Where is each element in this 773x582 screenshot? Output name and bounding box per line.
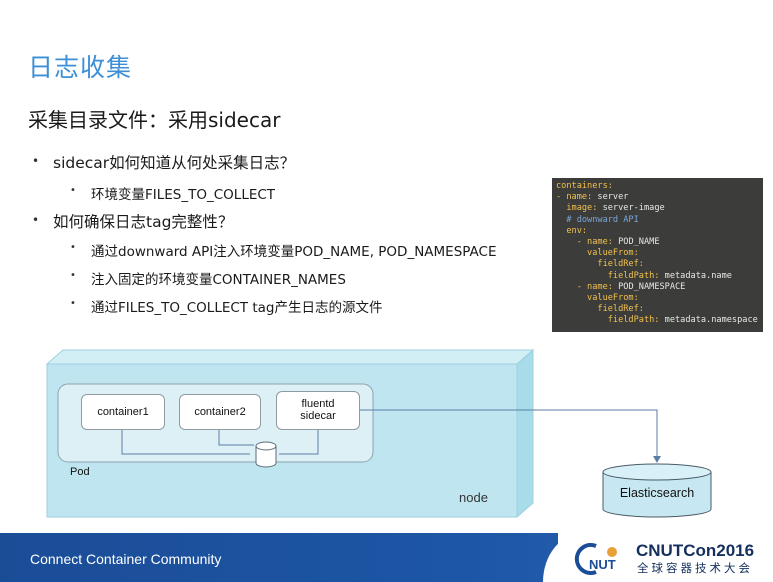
code-line: fieldPath: metadata.namespace [556, 315, 763, 326]
code-line: env: [556, 226, 763, 237]
bullet-2-1: 通过downward API注入环境变量POD_NAME, POD_NAMESP… [91, 244, 497, 260]
code-value: metadata.namespace [659, 315, 758, 326]
code-line: - name: POD_NAMESPACE [556, 282, 763, 293]
node-box-side [516, 348, 534, 519]
footer-text: Connect Container Community [30, 551, 222, 567]
code-comment: # downward API [556, 214, 639, 225]
container2-label: container2 [194, 406, 246, 418]
logo-title: CNUTCon2016 [636, 541, 755, 560]
fluentd-label: fluentd [301, 398, 335, 410]
logo-subtitle: 全球容器技术大会 [637, 561, 753, 575]
code-line: # downward API [556, 215, 763, 226]
code-key: - name: [556, 237, 613, 248]
container2-box: container2 [179, 394, 261, 430]
connector-line [279, 430, 319, 455]
elasticsearch-cylinder [602, 472, 712, 518]
code-key: fieldPath: [556, 315, 660, 326]
bullet-2-3: 通过FILES_TO_COLLECT tag产生日志的源文件 [91, 300, 383, 316]
logo-dot [607, 547, 617, 557]
bullet-1-1: 环境变量FILES_TO_COLLECT [91, 187, 276, 203]
code-key: - name: [556, 192, 593, 203]
code-key: fieldRef: [556, 304, 644, 315]
bullet-dot: • [32, 154, 40, 168]
fluentd-sidecar-box: fluentd sidecar [276, 391, 360, 430]
slide-title: 日志收集 [28, 53, 133, 82]
bullet-dot: • [70, 298, 76, 309]
elasticsearch-cylinder-top [602, 463, 712, 481]
container1-label: container1 [97, 406, 149, 418]
code-line: image: server-image [556, 203, 763, 214]
connector-line [121, 430, 250, 455]
code-value: metadata.name [659, 270, 732, 281]
code-line: valueFrom: [556, 293, 763, 304]
storage-cylinder-top [255, 441, 277, 451]
bullet-dot: • [70, 185, 76, 196]
code-key: env: [556, 225, 588, 236]
bullet-2: 如何确保日志tag完整性？ [53, 213, 234, 231]
code-key: containers: [556, 181, 613, 191]
code-value: POD_NAMESPACE [612, 281, 686, 292]
code-line: fieldPath: metadata.name [556, 271, 763, 282]
node-label: node [459, 490, 488, 505]
code-line: fieldRef: [556, 304, 763, 315]
bullet-1: sidecar如何知道从何处采集日志？ [53, 154, 296, 172]
code-value: POD_NAME [612, 237, 660, 248]
log-flow-arrow [360, 409, 658, 457]
code-key: - name: [556, 281, 613, 292]
elasticsearch-label: Elasticsearch [619, 486, 695, 500]
bullet-dot: • [70, 270, 76, 281]
cnut-logo-icon: NUT [574, 543, 617, 575]
code-line: valueFrom: [556, 248, 763, 259]
yaml-code-block: containers:- name: server image: server-… [552, 178, 763, 332]
code-value: server-image [597, 203, 665, 214]
code-key: valueFrom: [556, 248, 639, 259]
code-key: fieldPath: [556, 270, 660, 281]
code-line: fieldRef: [556, 259, 763, 270]
logo-c-arc [574, 543, 597, 575]
code-key: fieldRef: [556, 259, 644, 270]
bullet-dot: • [32, 213, 40, 227]
code-key: valueFrom: [556, 293, 639, 304]
logo-mark-text: NUT [589, 557, 616, 572]
code-value: server [592, 192, 629, 203]
code-line: containers: [556, 181, 763, 192]
slide-subtitle: 采集目录文件：采用sidecar [28, 108, 281, 132]
code-line: - name: POD_NAME [556, 237, 763, 248]
connector-line [218, 430, 254, 446]
architecture-diagram [45, 348, 712, 519]
bullet-dot: • [70, 242, 76, 253]
storage-cylinder [255, 446, 277, 468]
arrow-head [653, 456, 661, 463]
code-key: image: [556, 203, 598, 214]
pod-label: Pod [70, 466, 90, 478]
container1-box: container1 [81, 394, 165, 430]
bullet-2-2: 注入固定的环境变量CONTAINER_NAMES [91, 272, 346, 288]
code-line: - name: server [556, 192, 763, 203]
sidecar-label: sidecar [300, 410, 336, 422]
node-box-top [45, 349, 535, 365]
